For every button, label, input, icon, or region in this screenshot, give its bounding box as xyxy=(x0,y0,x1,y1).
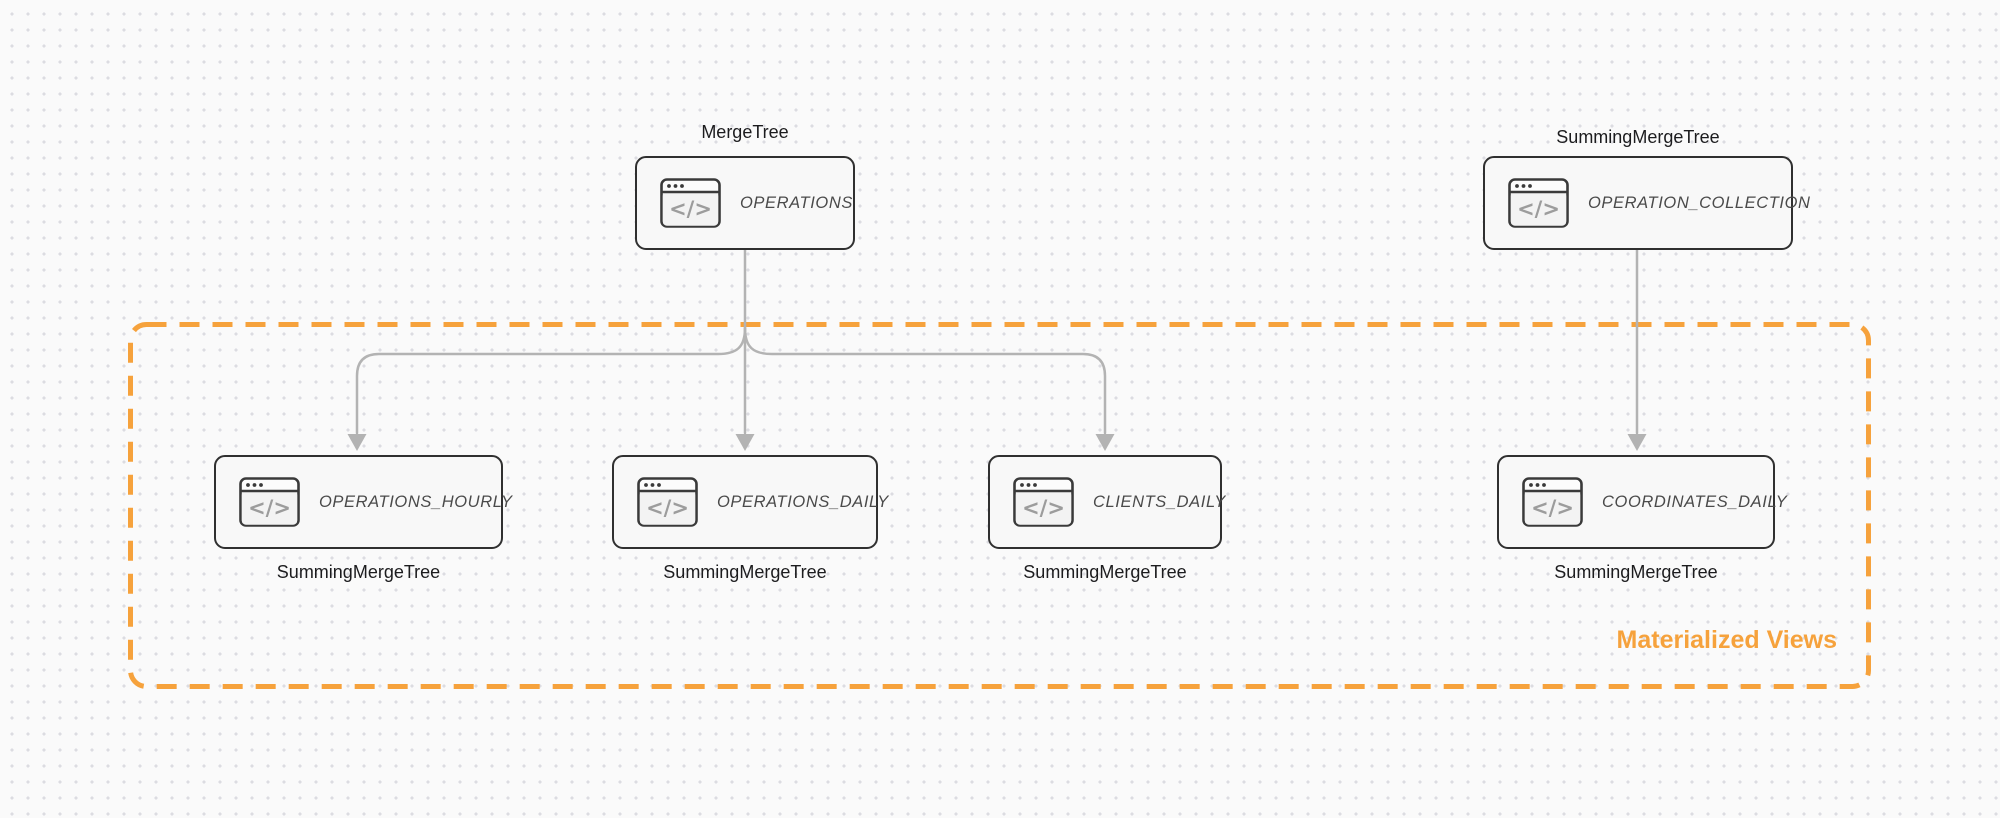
code-glyph: </> xyxy=(669,197,712,221)
code-glyph: </> xyxy=(1531,496,1574,520)
engine-label-coordinates-daily: SummingMergeTree xyxy=(1554,562,1718,582)
node-title: COORDINATES_DAILY xyxy=(1602,492,1788,511)
arrow-operations-to-clients-daily xyxy=(743,326,1107,435)
engine-label-operations-daily: SummingMergeTree xyxy=(663,562,827,582)
code-window-icon: </> xyxy=(660,178,721,228)
code-window-icon: </> xyxy=(1013,477,1074,527)
node-title: OPERATIONS xyxy=(740,193,853,212)
engine-label-operation-collection: SummingMergeTree xyxy=(1556,127,1720,147)
code-glyph: </> xyxy=(248,496,291,520)
engine-label-operations: MergeTree xyxy=(701,122,789,142)
code-glyph: </> xyxy=(1517,197,1560,221)
arrowhead-clients-daily xyxy=(1095,434,1115,451)
arrowhead-operations-daily xyxy=(735,434,755,451)
code-window-icon: </> xyxy=(239,477,300,527)
node-title: OPERATION_COLLECTION xyxy=(1588,193,1811,212)
code-glyph: </> xyxy=(646,496,689,520)
code-window-icon: </> xyxy=(1522,477,1583,527)
materialized-views-caption: Materialized Views xyxy=(1616,626,1837,654)
arrowhead-operations-hourly xyxy=(347,434,367,451)
node-title: CLIENTS_DAILY xyxy=(1093,492,1226,511)
code-window-icon: </> xyxy=(637,477,698,527)
node-title: OPERATIONS_DAILY xyxy=(717,492,889,511)
node-clients-daily[interactable]: </> CLIENTS_DAILY xyxy=(988,455,1225,549)
node-operation-collection[interactable]: </> OPERATION_COLLECTION xyxy=(1483,156,1810,250)
node-operations-hourly[interactable]: </> OPERATIONS_HOURLY xyxy=(214,455,512,549)
arrowhead-coordinates-daily xyxy=(1627,434,1647,451)
code-glyph: </> xyxy=(1022,496,1065,520)
code-window-icon: </> xyxy=(1508,178,1569,228)
engine-label-clients-daily: SummingMergeTree xyxy=(1023,562,1187,582)
node-title: OPERATIONS_HOURLY xyxy=(319,492,513,511)
engine-label-operations-hourly: SummingMergeTree xyxy=(276,562,441,582)
arrow-operations-to-operations-hourly xyxy=(355,326,747,435)
node-coordinates-daily[interactable]: </> COORDINATES_DAILY xyxy=(1497,455,1787,549)
node-operations[interactable]: </> OPERATIONS xyxy=(635,156,855,250)
node-operations-daily[interactable]: </> OPERATIONS_DAILY xyxy=(612,455,888,549)
